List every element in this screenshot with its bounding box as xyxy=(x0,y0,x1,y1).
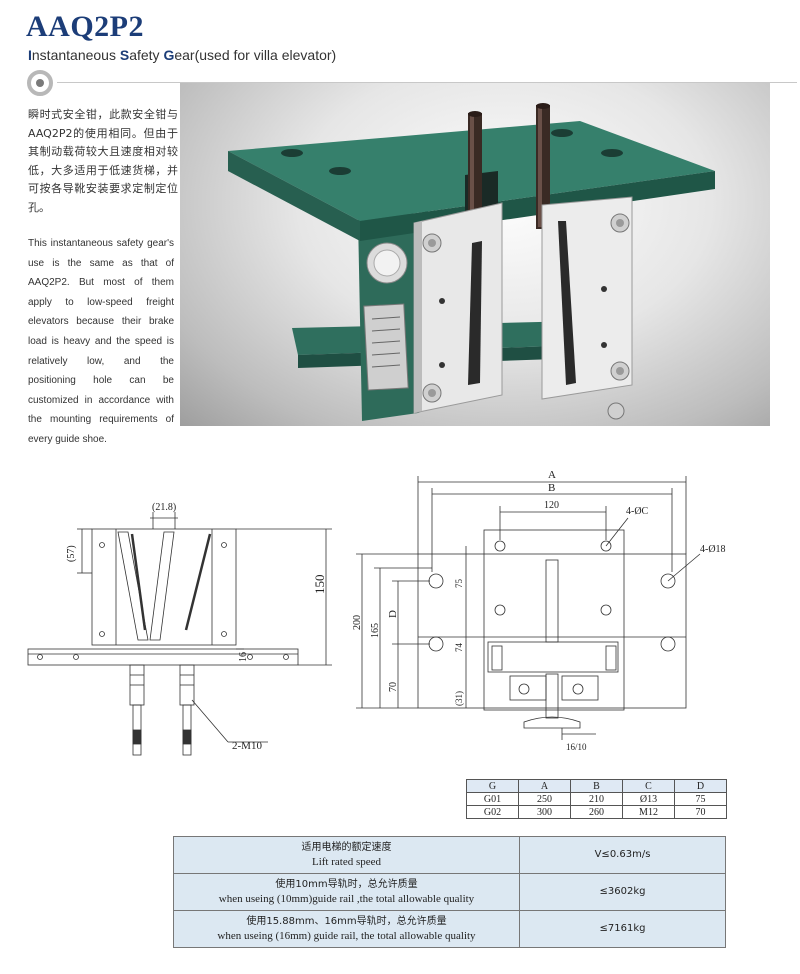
header-cell: B xyxy=(570,779,623,793)
svg-text:70: 70 xyxy=(388,682,399,692)
svg-text:B: B xyxy=(548,482,555,494)
spec-value: ≤7161kg xyxy=(519,910,726,948)
svg-text:D: D xyxy=(387,610,399,618)
header-cell: C xyxy=(622,779,675,793)
table-row: G01 250 210 Ø13 75 xyxy=(466,792,727,806)
spec-row: 使用15.88mm、16mm导轨时，总允许质量 when useing (16m… xyxy=(173,910,726,948)
svg-text:165: 165 xyxy=(370,623,381,638)
dimensions-header-row: G A B C D xyxy=(466,779,727,793)
table-row: G02 300 260 M12 70 xyxy=(466,805,727,819)
description-chinese: 瞬时式安全钳，此款安全钳与AAQ2P2的使用相同。但由于其制动载荷较大且速度相对… xyxy=(28,108,178,214)
spec-row: 使用10mm导轨时，总允许质量 when useing (10mm)guide … xyxy=(173,873,726,911)
table-cell: 300 xyxy=(518,805,571,819)
svg-text:2-M10: 2-M10 xyxy=(232,740,262,752)
header-cell: G xyxy=(466,779,519,793)
svg-text:120: 120 xyxy=(544,500,559,511)
svg-text:16: 16 xyxy=(238,652,249,662)
spec-label: 使用15.88mm、16mm导轨时，总允许质量 when useing (16m… xyxy=(173,910,520,948)
header-cell: A xyxy=(518,779,571,793)
table-cell: 250 xyxy=(518,792,571,806)
svg-text:16/10: 16/10 xyxy=(566,742,587,752)
spec-table: 适用电梯的额定速度 Lift rated speed V≤0.63m/s 使用1… xyxy=(173,836,726,948)
svg-text:(31): (31) xyxy=(454,691,464,706)
spec-label: 适用电梯的额定速度 Lift rated speed xyxy=(173,836,520,874)
svg-text:4-ØC: 4-ØC xyxy=(626,506,649,517)
table-cell: G01 xyxy=(466,792,519,806)
product-photo xyxy=(180,83,770,426)
spec-label: 使用10mm导轨时，总允许质量 when useing (10mm)guide … xyxy=(173,873,520,911)
table-cell: 210 xyxy=(570,792,623,806)
table-cell: M12 xyxy=(622,805,675,819)
svg-text:4-Ø18: 4-Ø18 xyxy=(700,544,726,555)
description-english: This instantaneous safety gear's use is … xyxy=(28,238,174,445)
header-circle-icon xyxy=(27,70,53,96)
technical-drawing: (21.8) (57) 150 16 2-M10 A B 120 4-ØC 4-… xyxy=(27,469,726,756)
svg-text:200: 200 xyxy=(352,615,363,630)
spec-value: V≤0.63m/s xyxy=(519,836,726,874)
table-cell: 75 xyxy=(674,792,727,806)
table-cell: 260 xyxy=(570,805,623,819)
spec-value: ≤3602kg xyxy=(519,873,726,911)
svg-text:74: 74 xyxy=(454,643,464,653)
product-subtitle: Instantaneous Safety Gear(used for villa… xyxy=(28,47,337,63)
svg-text:75: 75 xyxy=(454,579,464,589)
svg-text:(57): (57) xyxy=(66,545,77,562)
product-title: AAQ2P2 xyxy=(26,10,144,43)
spec-row: 适用电梯的额定速度 Lift rated speed V≤0.63m/s xyxy=(173,836,726,874)
svg-text:(21.8): (21.8) xyxy=(152,502,176,513)
table-cell: Ø13 xyxy=(622,792,675,806)
table-cell: 70 xyxy=(674,805,727,819)
svg-text:150: 150 xyxy=(312,575,327,595)
header-divider xyxy=(57,82,797,83)
table-cell: G02 xyxy=(466,805,519,819)
dimensions-table: G A B C D G01 250 210 Ø13 75 G02 300 260… xyxy=(466,779,727,819)
header-cell: D xyxy=(674,779,727,793)
svg-text:A: A xyxy=(548,469,556,481)
